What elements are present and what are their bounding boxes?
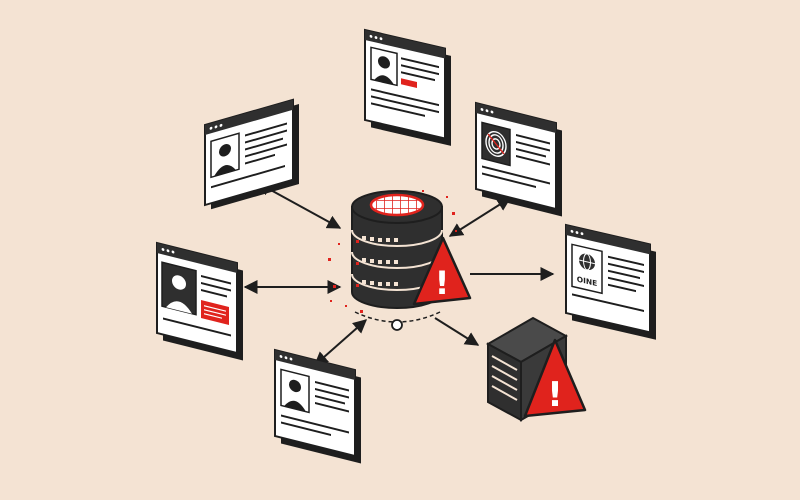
record-card-bottom-left — [274, 348, 361, 464]
record-card-right-upper — [475, 101, 562, 217]
person-photo-icon — [370, 46, 398, 87]
database-drive-slots — [362, 236, 398, 286]
svg-text:!: ! — [435, 264, 450, 302]
arrow-to-compromised-server — [434, 317, 480, 346]
database-alert-leds — [356, 240, 359, 287]
database-connector-node — [391, 319, 403, 331]
passport-globe-icon: OINE — [571, 243, 603, 295]
compromised-server: ! — [485, 316, 587, 422]
warning-triangle-icon: ! — [523, 338, 587, 418]
person-photo-icon — [280, 368, 310, 414]
record-card-left-upper — [204, 98, 299, 210]
arrow-to-bottom-left-record — [313, 319, 368, 366]
fingerprint-icon — [481, 121, 511, 167]
record-card-top — [364, 28, 451, 146]
redacted-data-tag — [201, 299, 229, 325]
svg-text:!: ! — [547, 375, 563, 415]
redacted-data-tag — [401, 78, 417, 89]
warning-triangle-icon: ! — [412, 236, 472, 306]
record-card-left-middle — [156, 241, 243, 361]
person-photo-icon — [210, 132, 240, 179]
record-card-right-middle: OINE — [565, 223, 656, 340]
central-database: ! — [328, 190, 472, 331]
person-photo-icon — [161, 261, 197, 316]
arrow-to-right-upper-record — [448, 197, 512, 237]
